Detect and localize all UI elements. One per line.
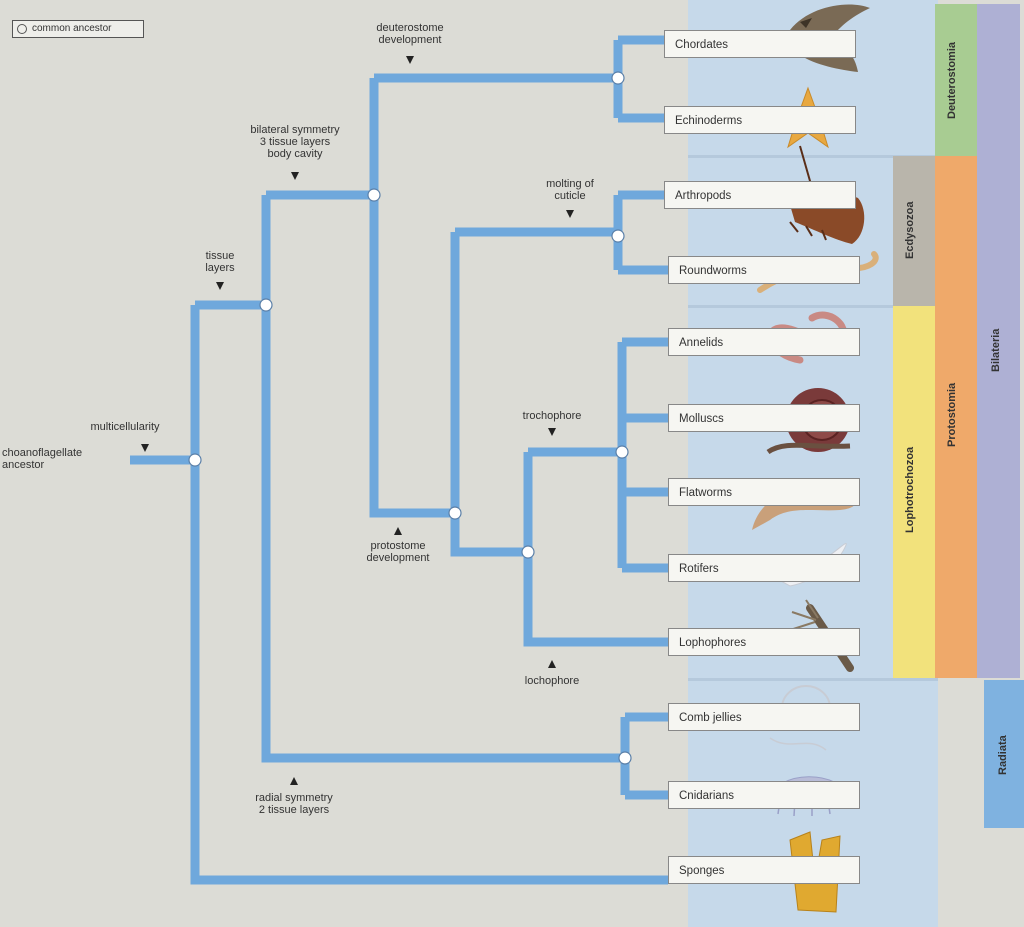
label-deuterostome: deuterostome development <box>376 22 444 46</box>
label-bilateral: bilateral symmetry 3 tissue layers body … <box>250 124 340 160</box>
group-ecdysozoa: Ecdysozoa <box>904 201 916 259</box>
node-root <box>188 453 202 467</box>
band-deuterostomia <box>935 4 977 156</box>
arrow-lochophore <box>548 660 556 668</box>
taxon-cnidarians: Cnidarians <box>668 781 860 809</box>
node-bilateria <box>367 188 381 202</box>
arrow-molting <box>566 210 574 218</box>
legend: common ancestor <box>12 20 144 38</box>
label-protostome: protostome development <box>366 540 430 564</box>
node-lopho <box>521 545 535 559</box>
band-radiata <box>984 680 1024 828</box>
arrow-proto <box>394 527 402 535</box>
legend-circle-icon <box>17 24 27 34</box>
legend-label: common ancestor <box>32 23 112 34</box>
node-deut <box>611 71 625 85</box>
branch-bil-split <box>369 78 455 518</box>
arrow-tissue <box>216 282 224 290</box>
taxon-flatworms: Flatworms <box>668 478 860 506</box>
taxon-molluscs: Molluscs <box>668 404 860 432</box>
node-eumetazoa <box>259 298 273 312</box>
taxon-lophophores: Lophophores <box>668 628 860 656</box>
nodes <box>188 71 632 765</box>
band-bilateria <box>977 4 1020 678</box>
taxon-chordates: Chordates <box>664 30 856 58</box>
branches <box>130 35 668 885</box>
band-lophotrochozoa <box>893 306 935 678</box>
group-radiata: Radiata <box>997 735 1009 775</box>
group-deuterostomia: Deuterostomia <box>946 41 958 119</box>
label-lochophore: lochophore <box>524 675 580 687</box>
branch-sponges <box>190 305 668 885</box>
label-tissue-layers: tissue layers <box>205 250 235 274</box>
label-radial: radial symmetry 2 tissue layers <box>255 792 333 816</box>
arrow-multicellularity <box>141 444 149 452</box>
branch-lopho-split <box>523 452 668 647</box>
branch-radiata <box>261 195 625 763</box>
node-radiata <box>618 751 632 765</box>
node-ecd <box>611 229 625 243</box>
branch-proto-split <box>450 232 528 557</box>
arrow-deut <box>406 56 414 64</box>
group-bilateria: Bilateria <box>990 328 1002 372</box>
taxon-echinoderms: Echinoderms <box>664 106 856 134</box>
group-protostomia: Protostomia <box>946 382 958 448</box>
panel-gap-ecd <box>688 305 938 308</box>
node-tro <box>615 445 629 459</box>
arrow-bilateral <box>291 172 299 180</box>
label-trochophore: trochophore <box>522 410 582 422</box>
taxon-sponges: Sponges <box>668 856 860 884</box>
taxon-arthropods: Arthropods <box>664 181 856 209</box>
taxon-rotifers: Rotifers <box>668 554 860 582</box>
taxon-annelids: Annelids <box>668 328 860 356</box>
band-ecdysozoa <box>893 156 935 306</box>
band-protostomia <box>935 156 977 678</box>
panel-gap-lopho <box>688 678 938 681</box>
arrow-radial <box>290 777 298 785</box>
label-multicellularity: multicellularity <box>90 421 160 433</box>
label-molting: molting of cuticle <box>546 178 594 202</box>
taxon-comb-jellies: Comb jellies <box>668 703 860 731</box>
taxon-roundworms: Roundworms <box>668 256 860 284</box>
arrow-trochophore <box>548 428 556 436</box>
event-arrows <box>141 56 574 785</box>
label-choanoflagellate: choanoflagellate ancestor <box>2 447 83 471</box>
node-proto <box>448 506 462 520</box>
group-lophotrochozoa: Lophotrochozoa <box>904 446 916 534</box>
panel-gap-deut <box>688 155 938 158</box>
